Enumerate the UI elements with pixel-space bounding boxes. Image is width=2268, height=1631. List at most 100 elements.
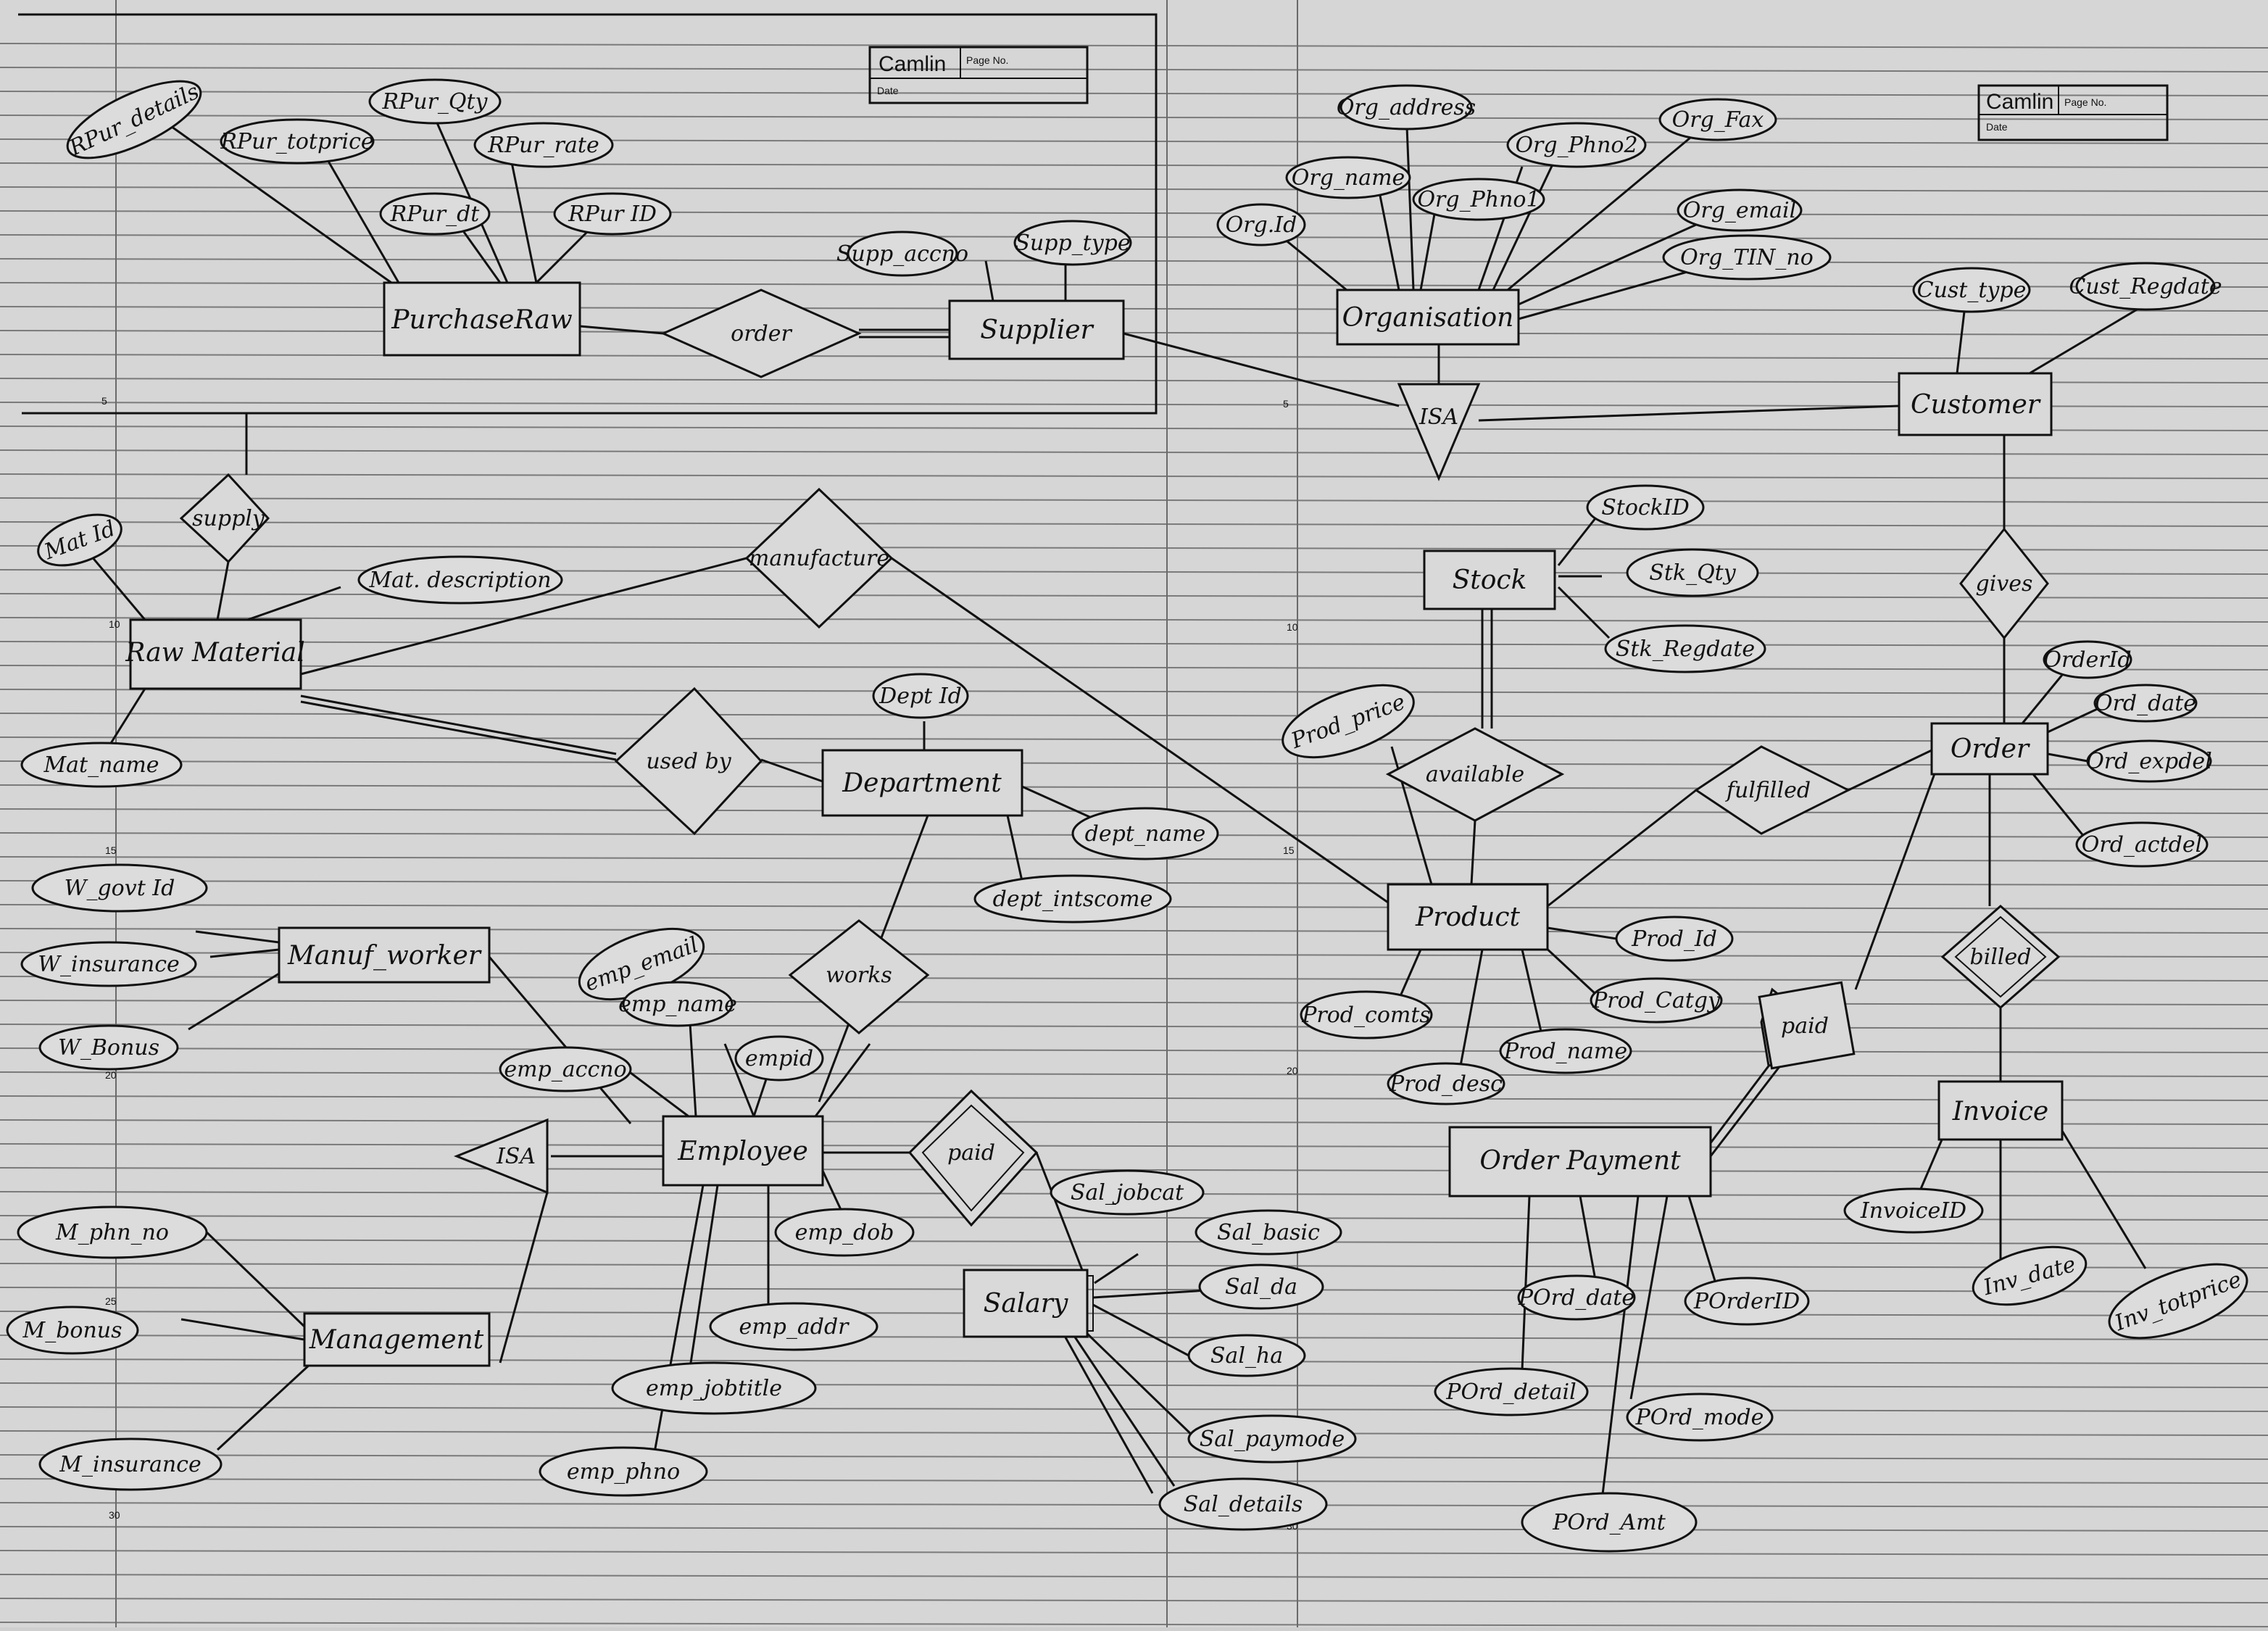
attribute-sal-ha: Sal_ha xyxy=(1187,1334,1306,1377)
relationship-fulfilled: fulfilled xyxy=(1694,745,1851,835)
attribute-label: Sal_details xyxy=(1184,1492,1303,1517)
attribute-label: POrd_mode xyxy=(1635,1405,1764,1430)
margin-number: 15 xyxy=(105,844,117,856)
attribute-dept-id: Dept Id xyxy=(872,673,969,719)
connector-line xyxy=(1709,1061,1785,1157)
attribute-pord-mode: POrd_mode xyxy=(1626,1393,1774,1442)
connector-line xyxy=(1702,1058,1776,1153)
connector-line xyxy=(202,1227,306,1328)
entity-label: Salary xyxy=(984,1289,1068,1319)
attribute-w-insurance: W_insurance xyxy=(20,941,197,987)
connector-line xyxy=(2032,773,2089,842)
entity-label: Customer xyxy=(1911,390,2041,420)
connector-lines xyxy=(86,101,2147,1501)
relationship-label: supply xyxy=(192,506,265,531)
connector-line xyxy=(687,1184,719,1378)
attribute-org-phno2: Org_Phno2 xyxy=(1506,122,1647,168)
entity-employee: Employee xyxy=(662,1115,824,1187)
attribute-stk-regdate: Stk_Regdate xyxy=(1604,624,1766,673)
connector-line xyxy=(1419,209,1437,291)
attribute-label: StockID xyxy=(1601,495,1690,520)
attribute-label: Ord_expdel xyxy=(2086,749,2212,774)
connector-line xyxy=(166,122,392,284)
connector-line xyxy=(1094,1253,1139,1285)
attribute-mat-id: Mat Id xyxy=(37,513,122,567)
attribute-label: dept_name xyxy=(1085,821,1206,847)
entity-label: Organisation xyxy=(1342,303,1514,333)
attribute-mat-description: Mat. description xyxy=(357,555,563,605)
relationship-paid-product: paid xyxy=(1758,981,1856,1070)
attribute-prod-price: Prod_price xyxy=(1282,684,1415,759)
connector-line xyxy=(1035,1152,1089,1284)
attribute-label: RPur_dt xyxy=(390,202,481,227)
attribute-label: Ord_actdel xyxy=(2082,832,2202,858)
attribute-label: Sal_ha xyxy=(1210,1343,1283,1369)
attribute-label: Sal_basic xyxy=(1217,1220,1320,1245)
date-label: Date xyxy=(877,85,899,96)
relationship-works: works xyxy=(788,919,930,1034)
connector-line xyxy=(216,561,230,621)
attribute-org-email: Org_email xyxy=(1677,188,1803,232)
attribute-emp-dob: emp_dob xyxy=(774,1208,915,1257)
attribute-label: Org_TIN_no xyxy=(1680,245,1814,270)
attribute-dept-name: dept_name xyxy=(1071,807,1219,860)
margin-number: 5 xyxy=(101,395,107,407)
attribute-label: Org_Fax xyxy=(1672,107,1764,133)
relationship-label: manufacture xyxy=(749,546,889,571)
attribute-label: Mat_name xyxy=(43,752,159,778)
attribute-label: Org_Phno2 xyxy=(1515,133,1637,158)
attribute-supp-accno: Supp_accno xyxy=(836,231,968,277)
entity-organisation: Organisation xyxy=(1336,289,1520,346)
entity-department: Department xyxy=(821,749,1023,817)
attribute-label: Stk_Regdate xyxy=(1616,636,1755,662)
attribute-label: POrd_detail xyxy=(1445,1379,1576,1405)
connector-line xyxy=(1521,949,1545,1045)
attribute-label: M_bonus xyxy=(22,1318,122,1343)
connector-line xyxy=(1579,1195,1596,1277)
page-no-label: Page No. xyxy=(966,54,1008,66)
attribute-invoice-id: InvoiceID xyxy=(1843,1187,1984,1234)
connector-line xyxy=(1507,125,1704,291)
page-no-label: Page No. xyxy=(2064,96,2106,108)
attribute-org-tin: Org_TIN_no xyxy=(1662,234,1832,281)
margin-number: 20 xyxy=(1287,1065,1298,1076)
relationship-paid: paid xyxy=(907,1089,1039,1227)
camlin-stamp: Camlin Page No. Date xyxy=(868,46,1089,104)
attribute-prod-name: Prod_name xyxy=(1499,1028,1632,1074)
attribute-pord-amt: POrd_Amt xyxy=(1521,1492,1698,1553)
entity-order: Order xyxy=(1930,722,2049,776)
entity-raw-material: Raw Material xyxy=(125,618,305,690)
connector-line xyxy=(1542,945,1596,995)
entity-label: Department xyxy=(842,768,1002,798)
connector-line xyxy=(1064,1337,1154,1494)
attribute-w-bonus: W_Bonus xyxy=(38,1024,179,1071)
attribute-label: Prod_comts xyxy=(1301,1003,1431,1028)
relationship-gives: gives xyxy=(1959,527,2049,640)
isa-employee: ISA xyxy=(453,1118,549,1195)
connector-line xyxy=(1547,926,1617,940)
relationship-label: used by xyxy=(646,749,731,774)
camlin-brand: Camlin xyxy=(1986,90,2053,114)
attribute-stk-qty: Stk_Qty xyxy=(1626,548,1759,597)
attribute-label: Org.Id xyxy=(1226,212,1297,238)
attribute-label: Sal_da xyxy=(1225,1274,1297,1300)
attribute-cust-regdate: Cust_Regdate xyxy=(2069,262,2222,311)
entity-label: Order xyxy=(1951,734,2030,764)
attribute-label: Sal_paymode xyxy=(1200,1427,1345,1452)
attribute-org-address: Org_address xyxy=(1337,84,1476,130)
attribute-label: POrderID xyxy=(1693,1289,1800,1314)
attribute-label: emp_dob xyxy=(795,1220,894,1245)
connector-line xyxy=(209,948,280,958)
connector-line xyxy=(300,694,617,755)
connector-line xyxy=(2061,1130,2147,1269)
isa-organisation: ISA xyxy=(1397,383,1481,481)
relationship-used-by: used by xyxy=(614,686,763,836)
connector-line xyxy=(1082,1329,1197,1440)
margin-number: 30 xyxy=(109,1509,120,1521)
attribute-m-phno: M_phn_no xyxy=(17,1205,208,1259)
attribute-sal-basic: Sal_basic xyxy=(1195,1209,1342,1256)
connector-line xyxy=(86,550,146,621)
connector-line xyxy=(107,688,146,747)
